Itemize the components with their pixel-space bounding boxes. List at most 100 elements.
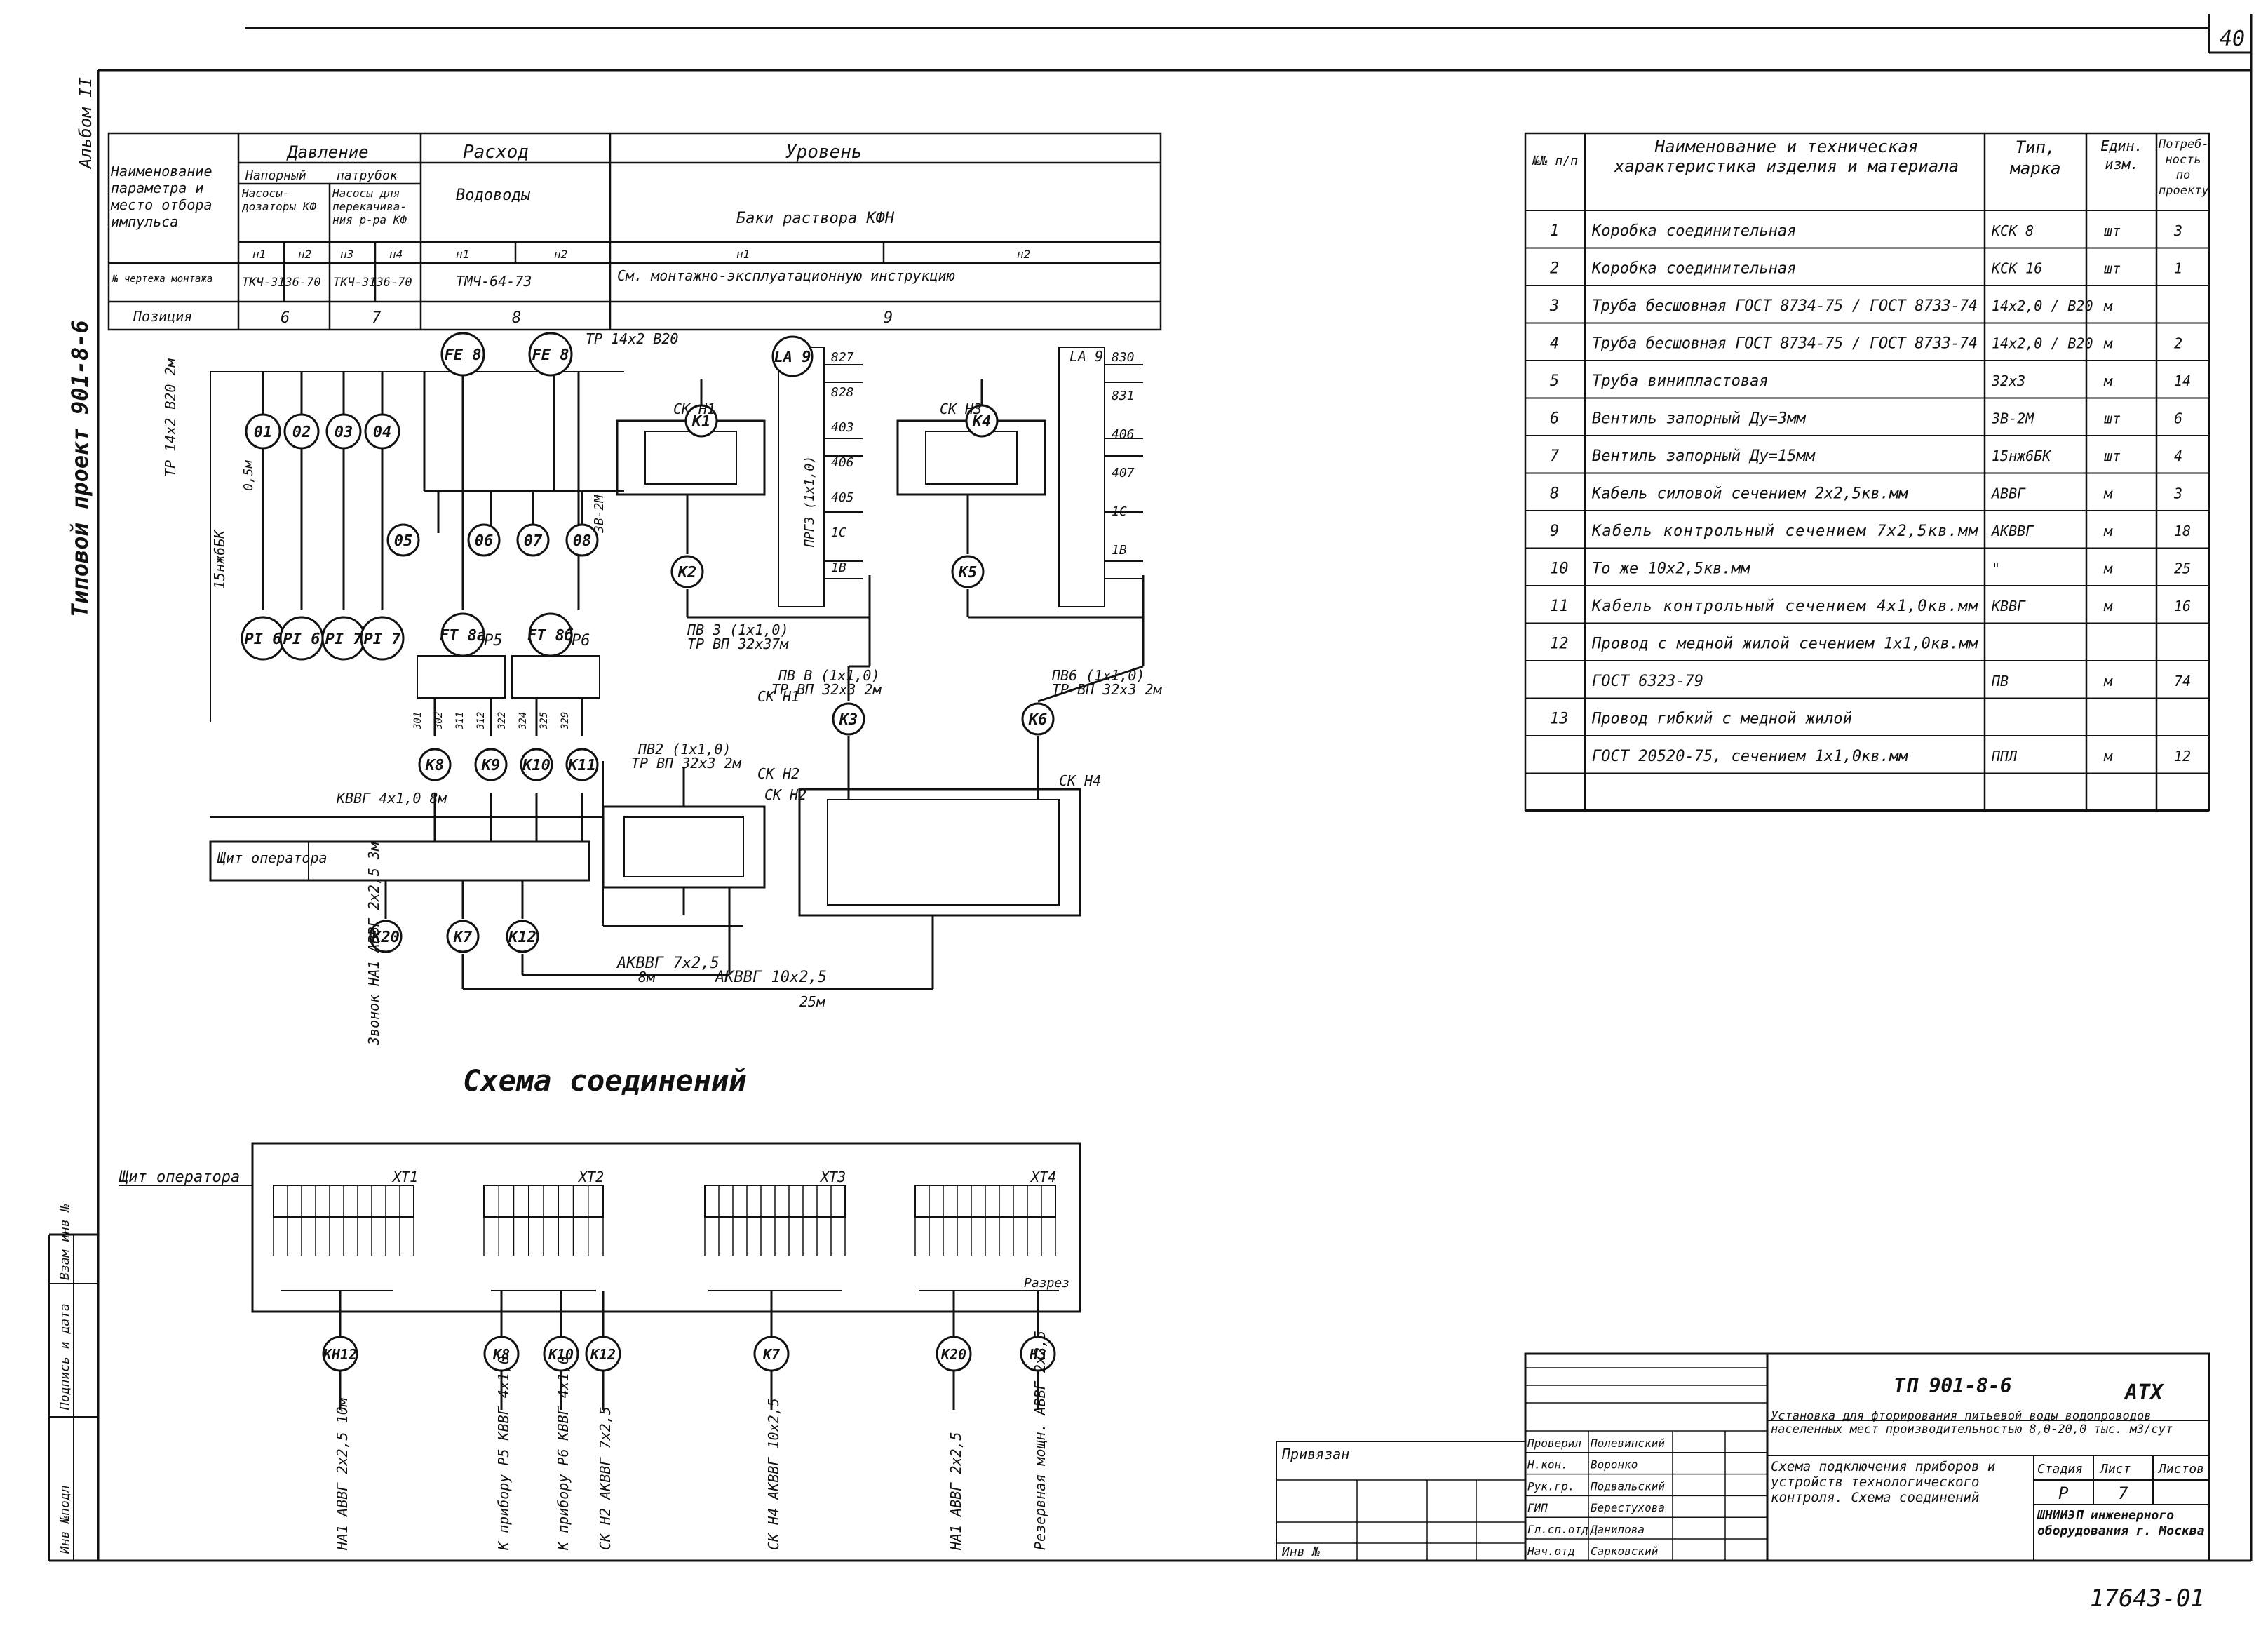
spec-row-type: ППЛ [1991, 748, 2018, 765]
role-name: Берестухова [1591, 1501, 1665, 1514]
cable-label: К прибору Р5 КВВГ 4х1,0 [495, 1356, 512, 1551]
schematic-label: АКВВГ 7х2,5 [616, 955, 720, 972]
spec-row-num: 11 [1550, 598, 1569, 615]
drawing-val-4: См. монтажно-эксплуатационную инструкцию [617, 267, 955, 284]
pressure-gauge-label: PI 6 [245, 631, 282, 648]
cable-label: СК Н2 АКВВГ 7х2,5 [597, 1406, 614, 1550]
schematic-label: ПВ6 (1х1,0) [1051, 667, 1145, 684]
spec-row-unit: м [2103, 372, 2113, 389]
spec-row-qty: 2 [2174, 335, 2182, 352]
role-name: Данилова [1589, 1523, 1645, 1536]
flow-transmitter-label: FT 8б [527, 627, 574, 645]
spec-row-qty: 25 [2174, 560, 2191, 577]
spec-table: №№ п/п Наименование и техническая характ… [1524, 132, 2210, 812]
spec-row-unit: м [2103, 748, 2113, 765]
level-alarm [771, 335, 814, 377]
spec-row-num: 12 [1550, 635, 1569, 653]
position-9: 9 [884, 309, 893, 327]
schematic-label: Звонок НА1 АВВГ 2х2,5 3м [365, 842, 382, 1046]
schematic-label: 8м [638, 969, 656, 985]
sheets-label: Листов [2157, 1462, 2204, 1476]
level-alarm-label: LA 9 [774, 349, 811, 366]
schematic-label: КВВГ 4х1,0 8м [336, 790, 447, 807]
spec-row-qty: 18 [2174, 523, 2191, 539]
schematic-label: ТР 14х2 В20 2м [162, 358, 179, 477]
cable-node-label: К12 [508, 929, 536, 946]
spec-row-num: 3 [1549, 297, 1559, 315]
spec-row-qty: 6 [2174, 410, 2182, 427]
privyazan-label: Привязан [1281, 1446, 1349, 1462]
row-drawing-label: № чертежа монтажа [112, 274, 212, 285]
spec-row-name: ГОСТ 6323-79 [1592, 673, 1703, 690]
cable-node [965, 404, 999, 438]
schematic-label: 405 [831, 490, 854, 505]
spec-row-type: 14х2,0 / В20 [1992, 335, 2093, 352]
schematic-label: 324 [518, 712, 529, 730]
spec-h-qty: Потреб-ность по проекту [2159, 137, 2208, 198]
cable-node-label: К7 [762, 1346, 780, 1363]
schematic-label: 828 [831, 385, 854, 400]
cable-node-label: К10 [522, 757, 551, 774]
side-album-label: Альбом II [76, 77, 95, 170]
cable-node [520, 748, 553, 781]
pressure-gauge-label: PI 7 [364, 631, 402, 648]
cable-node-label: К6 [1028, 711, 1048, 729]
schematic-label: СК Н1 [673, 401, 715, 417]
spec-row-qty: 3 [2173, 485, 2182, 502]
bottom-panel [119, 1142, 1081, 1343]
index-2: н2 [298, 248, 311, 261]
schematic-label: Р6 [572, 632, 590, 650]
cable-node-label: К11 [567, 757, 596, 774]
schematic-label: СК Н4 [1059, 772, 1101, 789]
spec-row-unit: м [2103, 485, 2113, 502]
stamp-sign-label: Подпись и дата [58, 1303, 72, 1411]
org-name: ШНИИЭП инженерного оборудования г. Москв… [2037, 1508, 2205, 1538]
index-3: н3 [340, 248, 353, 261]
role-name: Подвальский [1590, 1479, 1665, 1493]
spec-row-qty: 3 [2173, 222, 2182, 239]
cable-node-label: К1 [691, 413, 711, 431]
cable-node-label: К20 [940, 1346, 966, 1363]
strip-xt4: ХТ4 [1030, 1169, 1056, 1185]
spec-row-qty: 1 [2174, 260, 2182, 277]
position-6: 6 [281, 309, 290, 327]
schematic-label: ТР ВП 32х3 2м [1052, 681, 1162, 698]
spec-row-unit: м [2103, 560, 2113, 577]
side-project-label: Типовой проект 901-8-6 [67, 320, 93, 617]
spec-h-unit: Един. изм. [2100, 137, 2143, 173]
schematic-label: 406 [1112, 427, 1135, 442]
index-8: н2 [1017, 248, 1030, 261]
schematic-label: Щит оператора [217, 849, 328, 866]
role-name: Сарковский [1591, 1545, 1659, 1558]
spec-row-name: Коробка соединительная [1591, 260, 1796, 278]
param-table: Наименование параметра и место отбора им… [107, 132, 1162, 331]
spec-row-qty: 16 [2174, 598, 2191, 614]
spec-row-name: Труба винипластовая [1592, 372, 1769, 390]
spec-row-name: Кабель силовой сечением 2х2,5кв.мм [1591, 485, 1908, 503]
spec-row-name: Провод гибкий с медной жилой [1591, 711, 1852, 728]
position-7: 7 [372, 309, 382, 327]
spec-row-unit: шт [2104, 260, 2121, 277]
instrument-node-label: 02 [292, 424, 311, 441]
cable-node-label: К20 [371, 929, 400, 946]
spec-row-type: КСК 16 [1991, 260, 2042, 277]
schematic-label: ТР ВП 32х3 2м [771, 681, 882, 698]
spec-row-name: ГОСТ 20520-75, сечением 1х1,0кв.мм [1592, 748, 1908, 765]
davlenie-sub-a: Напорный [245, 168, 306, 183]
schematic-label: ТР 14х2 В20 [586, 330, 678, 347]
spec-row-num: 13 [1550, 711, 1569, 728]
cable-node [670, 555, 704, 588]
index-5: н1 [456, 248, 469, 261]
cable-node-label: К8 [425, 757, 445, 774]
index-6: н2 [554, 248, 567, 261]
schematic-label: 406 [831, 455, 854, 470]
schematic-label: 322 [497, 712, 508, 730]
spec-row-type: КВВГ [1991, 598, 2026, 614]
cable-node-label: К8 [492, 1346, 510, 1363]
pressure-gauge-label: PI 6 [283, 631, 320, 648]
schematic-label: Р5 [484, 632, 503, 650]
spec-row-qty: 14 [2174, 372, 2191, 389]
schematic-label: ПВ 3 (1х1,0) [687, 621, 789, 638]
drawing-val-2: ТКЧ-3136-70 [333, 276, 412, 290]
schematic-label: ПРГ3 (1х1,0) [802, 456, 817, 548]
